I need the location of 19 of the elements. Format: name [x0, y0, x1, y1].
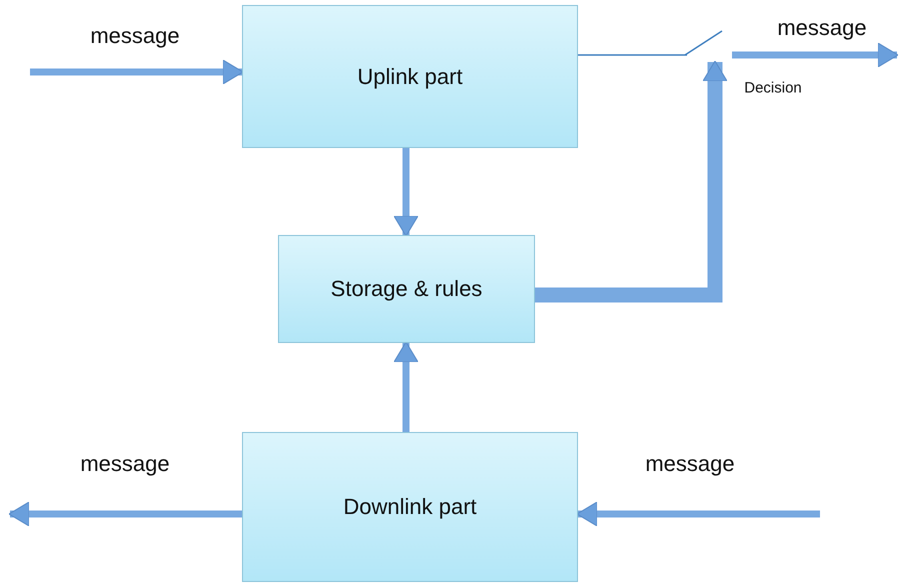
arrow	[535, 60, 728, 302]
arrow	[576, 502, 820, 526]
process-box	[242, 432, 578, 582]
edge-label: Decision	[744, 80, 802, 96]
arrow	[8, 502, 242, 526]
box-label: Uplink part	[357, 64, 463, 90]
arrow	[30, 60, 244, 84]
arrow	[394, 148, 418, 236]
process-box	[278, 235, 535, 343]
box-label: Downlink part	[343, 494, 477, 520]
arrow	[394, 342, 418, 432]
edge-label: message	[90, 23, 180, 49]
edge-label: message	[80, 451, 170, 477]
edge-label: message	[777, 15, 867, 41]
process-box	[242, 5, 578, 148]
edge-label: message	[645, 451, 735, 477]
connector-line	[578, 54, 684, 56]
arrow	[732, 42, 898, 68]
box-label: Storage & rules	[330, 276, 482, 302]
